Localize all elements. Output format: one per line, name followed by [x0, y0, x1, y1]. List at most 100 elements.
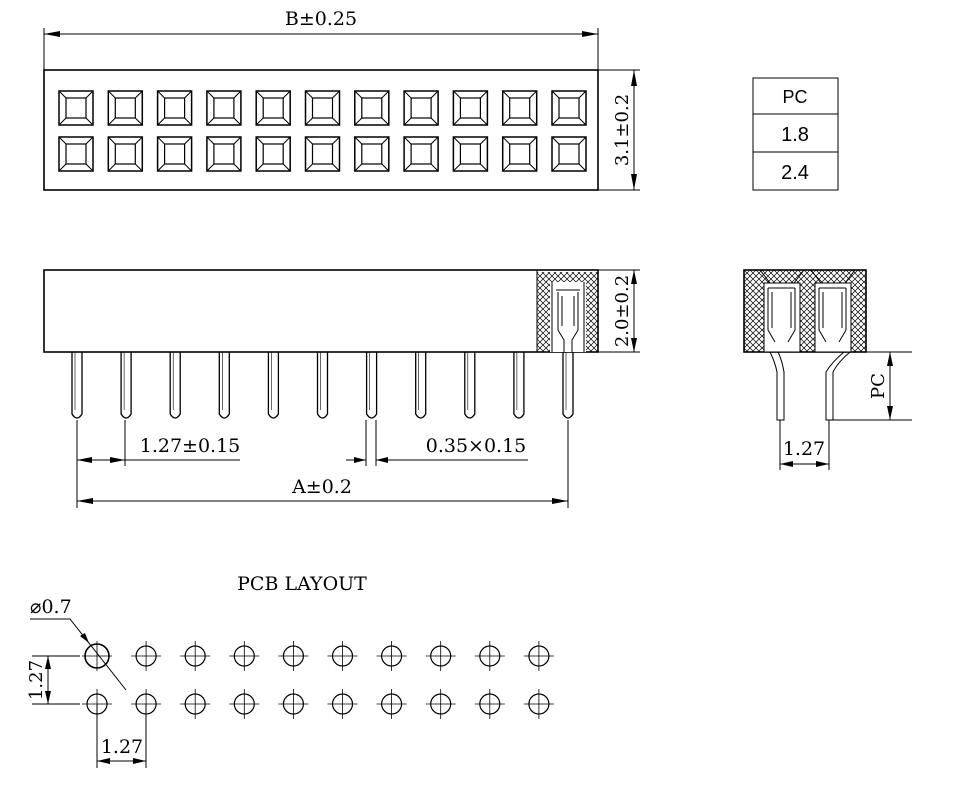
a-arrow-right	[552, 498, 568, 504]
width-arrow-right	[376, 457, 388, 463]
hole-diameter-label: ⌀0.7	[30, 596, 72, 618]
cell-chamfer	[255, 136, 291, 172]
cell-inner	[311, 97, 334, 119]
contact-cell	[403, 136, 439, 172]
contact-cell	[501, 136, 538, 172]
contact-cell	[452, 90, 489, 126]
side-body-outline	[743, 269, 867, 353]
cell-inner	[558, 97, 580, 119]
cell-chamfer	[107, 136, 143, 172]
cell-outer	[206, 136, 242, 172]
cell-outer	[156, 90, 193, 126]
cell-outer	[501, 136, 538, 172]
cell-inner	[509, 97, 531, 119]
side-chamfers	[759, 269, 856, 284]
contact-cell	[255, 136, 291, 172]
pin-pitch-label: 1.27±0.15	[140, 435, 241, 457]
pcb-row-pitch-label: 1.27	[26, 660, 47, 700]
pcb-hole	[523, 641, 554, 671]
cell-inner	[164, 143, 186, 165]
pin	[365, 352, 378, 419]
cell-inner	[410, 143, 432, 165]
pc-table-value: 2.4	[781, 162, 809, 184]
cell-outer	[255, 90, 291, 126]
cell-outer	[107, 136, 144, 172]
h-arrow-top	[631, 70, 637, 86]
cell-inner	[459, 97, 481, 119]
cell-outer	[551, 90, 587, 126]
front-contact-cavity	[550, 282, 586, 352]
side-spring-left	[767, 287, 796, 343]
cell-outer	[156, 136, 193, 172]
cell-inner	[558, 143, 580, 165]
front-pins	[71, 352, 574, 419]
cell-chamfer	[58, 90, 94, 126]
cell-inner	[164, 97, 186, 119]
cell-inner	[509, 143, 531, 165]
b-arrow-right	[582, 31, 598, 37]
cell-chamfer	[502, 136, 538, 172]
cell-outer	[58, 136, 94, 172]
pin	[267, 352, 280, 419]
cell-outer	[206, 90, 242, 126]
front-body-outline	[43, 269, 599, 353]
pcb-col-arrow-left	[97, 758, 110, 764]
cell-inner	[262, 97, 284, 119]
pcb-layout-title: PCB LAYOUT	[237, 573, 367, 595]
cell-chamfer	[453, 90, 488, 126]
cell-inner	[459, 143, 481, 165]
cell-inner	[311, 143, 334, 165]
contact-cell	[255, 90, 291, 126]
pcb-hole	[180, 689, 211, 719]
contact-cell	[551, 90, 587, 126]
pin	[71, 352, 83, 419]
top-body-outline	[43, 69, 599, 191]
pcb-hole	[376, 689, 407, 719]
cell-outer	[354, 136, 390, 172]
cell-outer	[304, 90, 341, 126]
pcb-hole	[278, 641, 309, 671]
pin-size-label: 0.35×0.15	[426, 435, 527, 457]
b-arrow-left	[44, 31, 60, 37]
pcb-hole	[278, 689, 309, 719]
side-section-view: PC 1.27	[743, 269, 912, 470]
contact-cell	[107, 136, 144, 172]
pcb-row-arrow-top	[45, 656, 51, 669]
pc-table-value: 1.8	[781, 124, 809, 146]
contact-cell	[107, 90, 144, 126]
contact-cell	[156, 90, 193, 126]
cell-chamfer	[157, 90, 192, 126]
cell-inner	[65, 143, 87, 165]
fh-arrow-bottom	[631, 338, 637, 352]
contact-cell	[403, 90, 439, 126]
cell-outer	[403, 136, 439, 172]
row-pitch-side-label: 1.27	[783, 438, 825, 460]
pcb-hole	[474, 641, 505, 671]
cell-inner	[361, 143, 383, 165]
pcb-hole	[327, 689, 358, 719]
pin	[562, 352, 574, 419]
row-arrow-right	[816, 461, 829, 467]
pcb-hole	[180, 641, 211, 671]
b-dim-label: B±0.25	[285, 8, 357, 30]
pcb-layout: PCB LAYOUT ⌀0.7 1.27 1.27	[26, 573, 554, 768]
pcb-row-arrow-bottom	[45, 691, 51, 704]
pcb-hole	[229, 689, 260, 719]
a-dim-label: A±0.2	[291, 476, 352, 498]
cell-outer	[107, 90, 144, 126]
pc-table-header: PC	[782, 87, 807, 107]
cell-outer	[452, 90, 489, 126]
cell-chamfer	[255, 90, 291, 126]
contact-cell	[206, 136, 242, 172]
pc-side-label: PC	[868, 373, 889, 399]
cell-outer	[304, 136, 341, 172]
cell-chamfer	[551, 90, 587, 126]
cell-chamfer	[107, 90, 143, 126]
a-arrow-left	[77, 498, 93, 504]
cell-outer	[255, 136, 291, 172]
top-contact-cells	[58, 90, 587, 172]
pin	[169, 352, 181, 419]
pcb-hole	[131, 641, 162, 671]
pitch-arrow-right	[110, 457, 125, 463]
pcb-hole	[376, 641, 407, 671]
